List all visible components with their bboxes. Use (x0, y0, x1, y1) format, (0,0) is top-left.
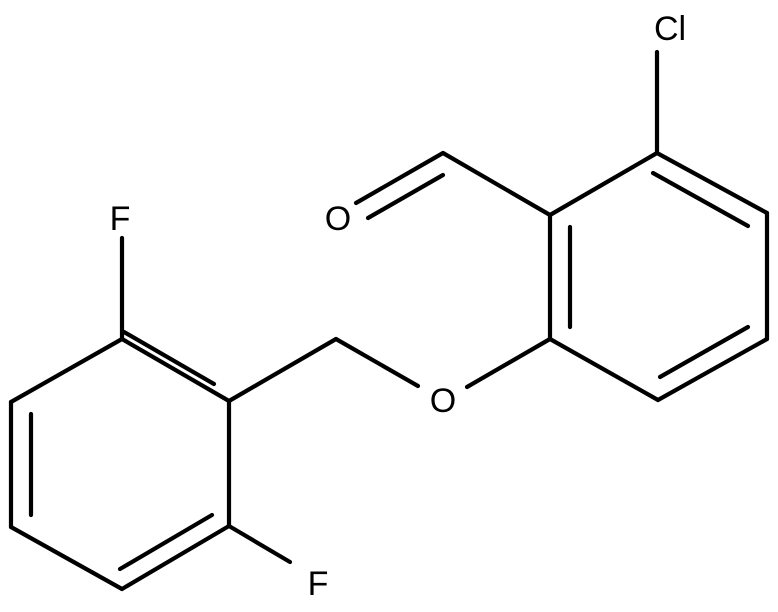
bond-ring-right-5 (547, 336, 661, 403)
fluorine-top-label: F (110, 200, 131, 238)
ether-oxygen-label: O (430, 382, 456, 420)
aldehyde-oxygen-label: O (325, 200, 351, 238)
bond-ring-right-2-inner (650, 170, 751, 229)
bond-c-f-bottom (226, 523, 293, 565)
bond-ring-left-1-inner (121, 329, 217, 387)
bond-c-cho (440, 150, 553, 218)
bond-ring-right-4-inner (657, 324, 751, 380)
bond-c-o-ether (464, 336, 553, 390)
chlorobenzaldehyde-ring (547, 150, 770, 403)
difluorophenyl-ring (8, 329, 232, 592)
bond-ring-left-5-inner (117, 512, 215, 572)
bond-ring-left-4 (8, 524, 125, 592)
fluorine-bottom-label: F (308, 565, 329, 603)
bond-ring-right-2 (654, 150, 770, 216)
bond-ring-left-5 (119, 523, 232, 592)
bond-ring-right-1 (547, 150, 660, 218)
bond-ch2-ring (226, 336, 339, 404)
bond-c-o-double-2 (365, 172, 446, 221)
bond-ring-right-4 (655, 336, 770, 403)
bond-ring-left-2 (8, 336, 125, 405)
bond-o-ch2 (333, 336, 421, 389)
chlorine-label: Cl (654, 10, 686, 48)
bond-c-o-double-1 (353, 150, 446, 206)
bond-ring-left-1 (119, 336, 232, 404)
